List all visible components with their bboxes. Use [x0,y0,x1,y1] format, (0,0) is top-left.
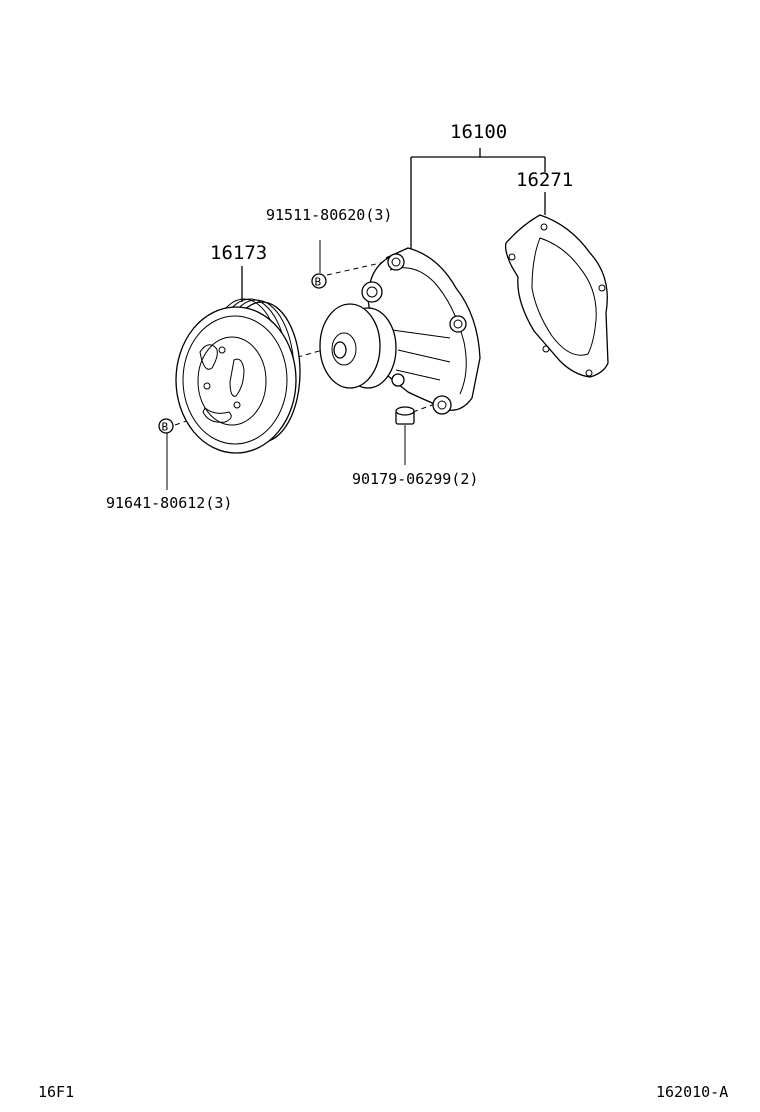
gasket-icon[interactable] [504,214,609,378]
footer-right-code: 162010-A [656,1083,728,1101]
nut-icon[interactable] [395,406,415,425]
dash-nut-lower [412,401,441,413]
assembly-bracket [410,148,546,250]
svg-text:B: B [315,276,322,289]
label-pulley-16173[interactable]: 16173 [210,242,267,264]
svg-text:B: B [162,421,169,434]
label-gasket-16271[interactable]: 16271 [516,169,573,191]
bolt-marker-upper[interactable]: B [311,273,327,289]
footer-left-code: 16F1 [38,1083,74,1101]
label-bolt-pulley[interactable]: 91641-80612(3) [106,494,232,512]
dash-bolt-upper [326,261,386,276]
label-bolt-upper[interactable]: 91511-80620(3) [266,206,392,224]
pulley-icon[interactable] [175,298,301,454]
water-pump-icon[interactable] [319,247,481,415]
bolt-marker-pulley[interactable]: B [158,418,174,434]
label-nut-lower[interactable]: 90179-06299(2) [352,470,478,488]
label-assembly-16100[interactable]: 16100 [450,121,507,143]
